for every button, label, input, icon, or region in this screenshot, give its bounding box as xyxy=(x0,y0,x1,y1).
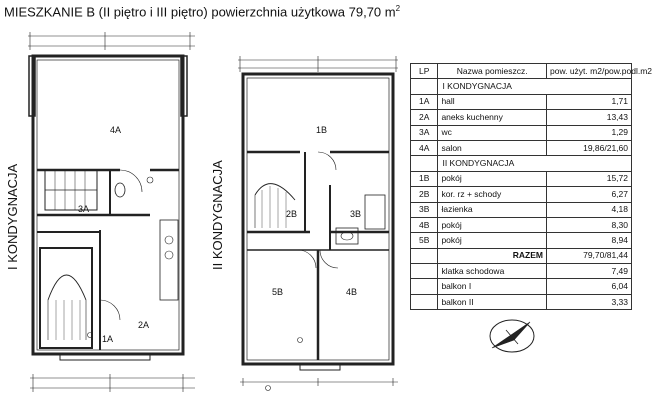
extra-spacer xyxy=(409,293,439,311)
cell-name: pokój xyxy=(437,170,547,188)
total-value: 79,70/81,44 xyxy=(545,247,633,265)
extra-spacer xyxy=(409,278,439,295)
cell-name: pokój xyxy=(437,232,547,249)
cell-area: 8,94 xyxy=(545,232,633,249)
section-spacer xyxy=(409,155,439,172)
cell-name: kor. rz + schody xyxy=(437,186,547,203)
cell-lp: 3B xyxy=(409,201,439,218)
title-text: MIESZKANIE B (II piętro i III piętro) po… xyxy=(4,4,396,20)
cell-area: 1,29 xyxy=(545,124,633,141)
room-label-2a: 2A xyxy=(138,320,149,330)
page-title: MIESZKANIE B (II piętro i III piętro) po… xyxy=(4,4,400,19)
cell-name: łazienka xyxy=(437,201,547,218)
section-title: I KONDYGNACJA xyxy=(437,78,632,95)
cell-area: 13,43 xyxy=(545,109,633,126)
section-row: I KONDYGNACJA xyxy=(409,78,632,95)
room-label-2b: 2B xyxy=(286,209,297,219)
section-title: II KONDYGNACJA xyxy=(437,155,632,172)
north-arrow-icon xyxy=(489,319,535,353)
room-label-3b: 3B xyxy=(350,209,361,219)
cell-name: pokój xyxy=(437,216,547,234)
extra-name: klatka schodowa xyxy=(437,263,547,280)
cell-lp: 4A xyxy=(409,139,439,157)
cell-lp: 3A xyxy=(409,124,439,141)
cell-area: 15,72 xyxy=(545,170,633,188)
extra-spacer xyxy=(409,263,439,280)
cell-lp: 1B xyxy=(409,170,439,188)
total-label: RAZEM xyxy=(437,247,547,265)
total-spacer xyxy=(409,247,439,265)
room-label-1b: 1B xyxy=(316,125,327,135)
cell-lp: 1A xyxy=(409,93,439,111)
cell-name: salon xyxy=(437,139,547,157)
room-label-4b: 4B xyxy=(346,287,357,297)
room-label-3a: 3A xyxy=(78,204,89,214)
room-label-5b: 5B xyxy=(272,287,283,297)
plan-left xyxy=(28,32,195,392)
room-label-4a: 4A xyxy=(110,125,121,135)
plan-right xyxy=(238,56,398,391)
title-superscript: 2 xyxy=(395,4,401,13)
cell-name: wc xyxy=(437,124,547,141)
cell-lp: 4B xyxy=(409,216,439,234)
room-label-1a: 1A xyxy=(102,334,113,344)
cell-lp: 2A xyxy=(409,109,439,126)
cell-lp: 2B xyxy=(409,186,439,203)
cell-area: 6,27 xyxy=(545,186,633,203)
section-spacer xyxy=(409,78,439,95)
cell-name: aneks kuchenny xyxy=(437,109,547,126)
cell-area: 8,30 xyxy=(545,216,633,234)
extra-area: 3,33 xyxy=(545,293,633,311)
header-area: pow. użyt. m2/pow.podl.m2 xyxy=(545,62,652,80)
cell-area: 1,71 xyxy=(545,93,633,111)
extra-area: 7,49 xyxy=(545,263,633,280)
extra-name: balkon II xyxy=(437,293,547,311)
cell-area: 4,18 xyxy=(545,201,633,218)
cell-name: hall xyxy=(437,93,547,111)
header-name: Nazwa pomieszcz. xyxy=(437,62,547,80)
section-row: II KONDYGNACJA xyxy=(409,155,632,172)
extra-area: 6,04 xyxy=(545,278,633,295)
cell-lp: 5B xyxy=(409,232,439,249)
header-lp: LP xyxy=(409,62,439,80)
cell-area: 19,86/21,60 xyxy=(545,139,633,157)
extra-name: balkon I xyxy=(437,278,547,295)
